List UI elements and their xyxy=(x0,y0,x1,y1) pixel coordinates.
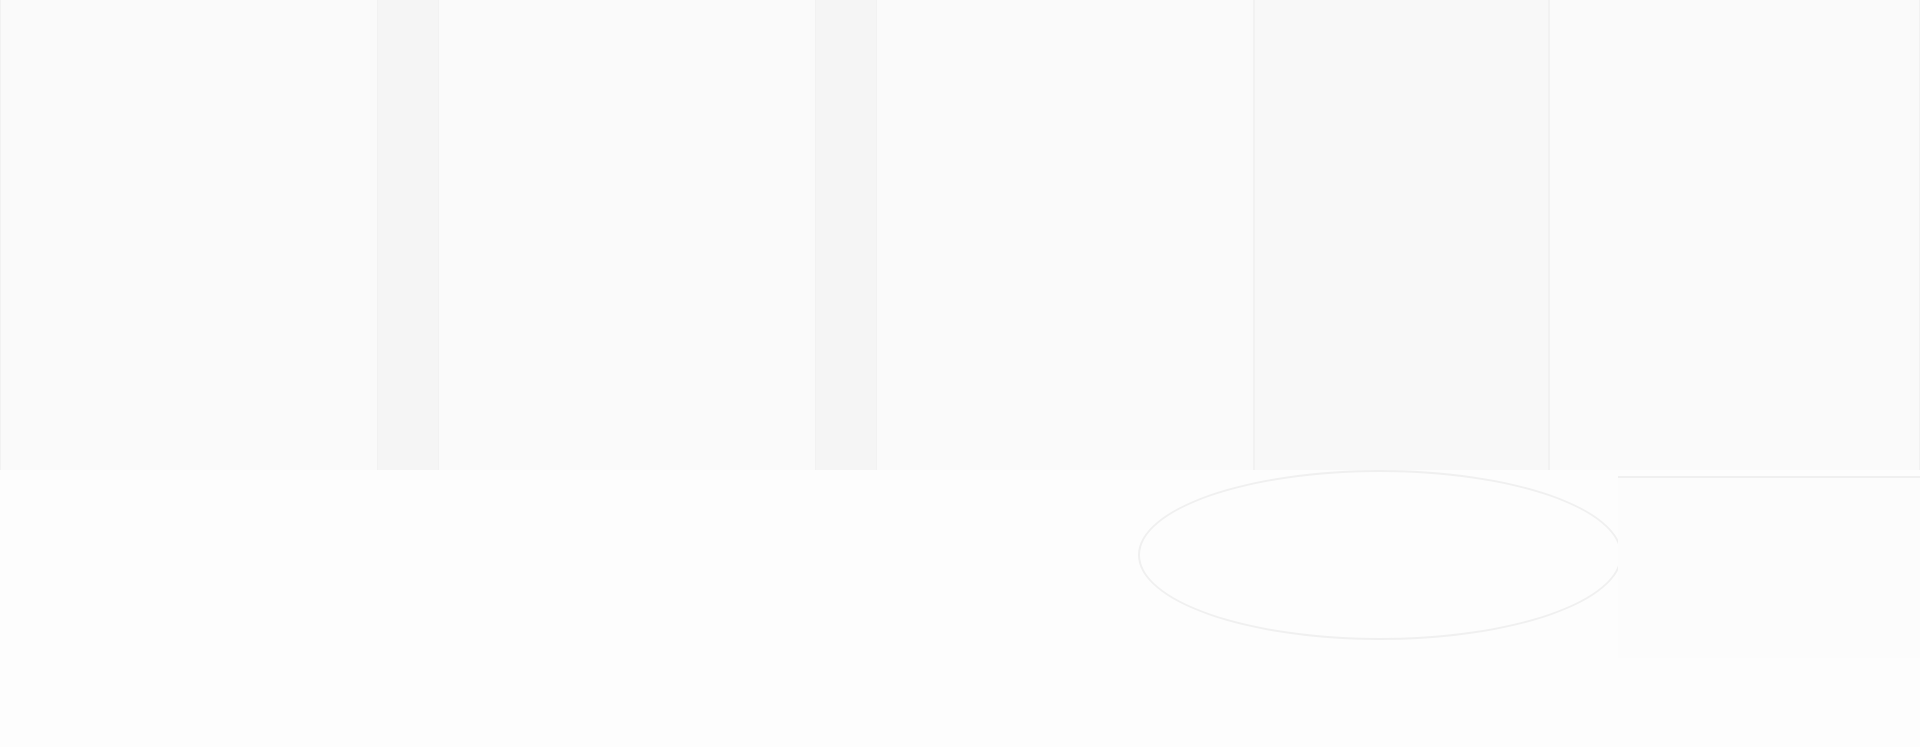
panel-2 xyxy=(438,0,816,470)
bottom-section xyxy=(0,470,1920,747)
panel-3 xyxy=(876,0,1254,470)
panel-4 xyxy=(1254,0,1549,470)
bottom-right-box xyxy=(1618,476,1920,658)
decorative-circle xyxy=(1138,470,1622,640)
panel-5 xyxy=(1549,0,1920,470)
panel-1 xyxy=(0,0,378,470)
